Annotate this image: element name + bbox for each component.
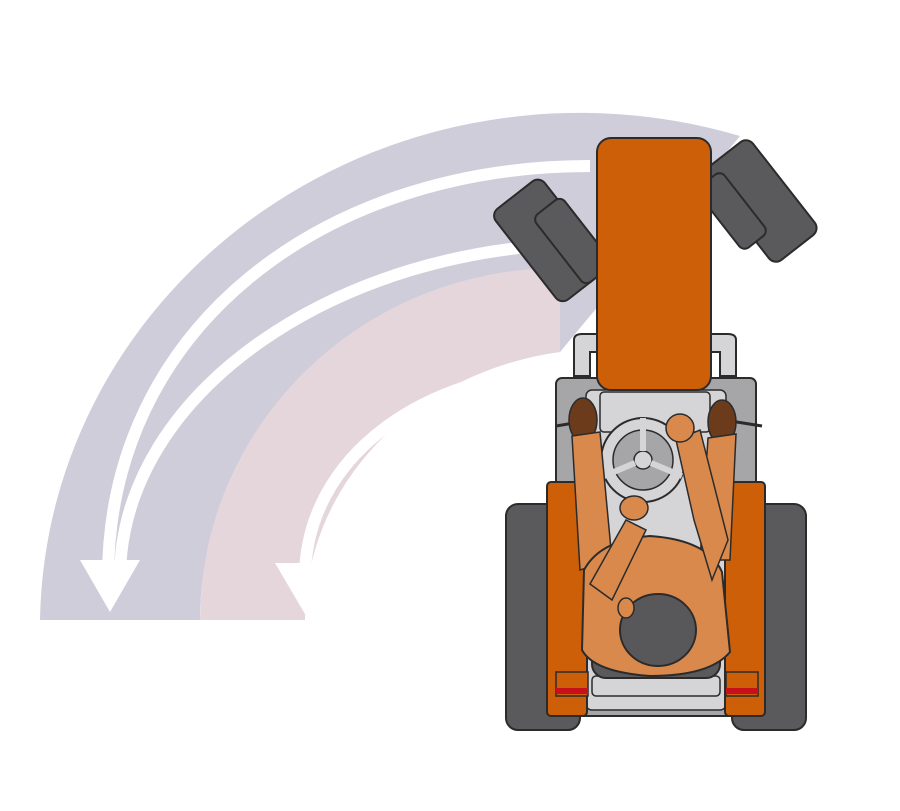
outer-turn-arrow-2 (114, 238, 591, 579)
right-reflector (726, 688, 758, 694)
driver-left-hand (619, 495, 649, 521)
inner-turn-arrow (275, 362, 591, 614)
driver-ear (617, 597, 635, 619)
driver-head (619, 593, 697, 667)
driver-right-hand (665, 413, 695, 443)
steering-wheel-icon (600, 417, 686, 503)
driver-left-arm (589, 519, 647, 602)
left-reflector (556, 688, 588, 694)
curved-arrow-icon (114, 238, 591, 579)
curved-arrow-icon (102, 160, 591, 579)
inner-turn-band (200, 268, 560, 620)
curved-arrow-icon (299, 362, 591, 579)
hood (596, 137, 712, 391)
driver-right-arm (675, 428, 729, 583)
person-icon (568, 397, 737, 678)
arrowhead-icon (275, 563, 337, 614)
